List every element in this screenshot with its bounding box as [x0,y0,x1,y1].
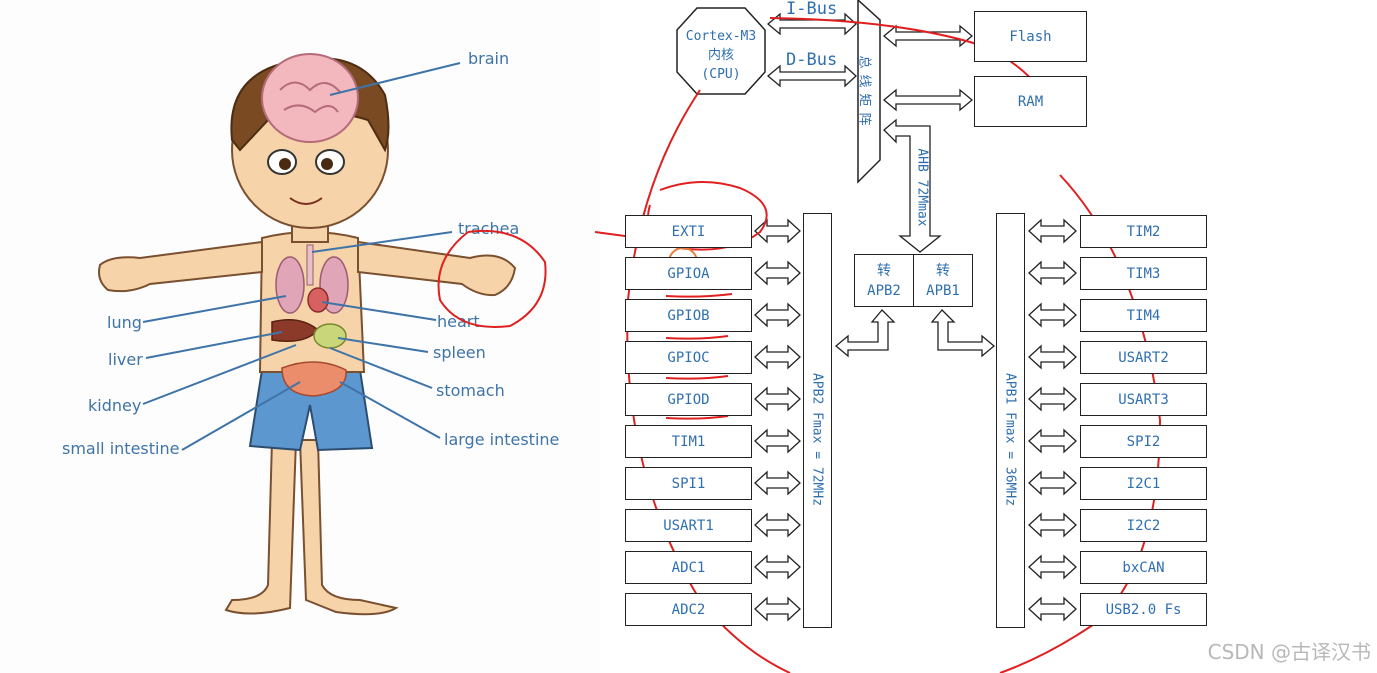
bus-matrix-shape [857,0,881,184]
apb2-peripheral-adc2: ADC2 [625,593,752,626]
apb2-link-arrow [754,302,801,328]
apb2-peripheral-tim1: TIM1 [625,425,752,458]
cpu-octagon [676,7,766,95]
anatomy-panel: brain trachea lung heart liver spleen ki… [0,0,600,673]
apb1-peripheral-tim2: TIM2 [1080,215,1207,248]
label-kidney: kidney [88,396,142,415]
apb1-peripheral-i2c1: I2C1 [1080,467,1207,500]
apb1-link-arrow [1028,344,1077,370]
ibus-label: I-Bus [786,0,838,19]
apb1-link-arrow [1028,218,1077,244]
ram-block: RAM [974,76,1087,127]
flash-block: Flash [974,11,1087,62]
apb1-peripheral-i2c2: I2C2 [1080,509,1207,542]
label-brain: brain [468,49,510,68]
apb1-peripheral-usart3: USART3 [1080,383,1207,416]
apb2-link-arrow [754,596,801,622]
apb2-link-arrow [754,260,801,286]
apb1-peripheral-bxcan: bxCAN [1080,551,1207,584]
label-lung: lung [107,313,142,332]
bridge-apb2: 转 APB2 [854,254,914,307]
apb2-peripheral-gpiod: GPIOD [625,383,752,416]
apb1-bus [996,213,1025,628]
cpu-line2: 内核 [707,48,734,63]
apb2-peripheral-gpiob: GPIOB [625,299,752,332]
apb1-link-arrow [1028,302,1077,328]
cpu-label: Cortex-M3 内核 (CPU) [677,27,765,84]
apb2-peripheral-gpioc: GPIOC [625,341,752,374]
bus-matrix-label: 总线矩阵 [856,55,872,132]
apb2-link-arrow [754,470,801,496]
apb1-peripheral-tim4: TIM4 [1080,299,1207,332]
ahb-label: AHB 72Mmax [914,148,930,227]
apb1-link-arrow [1028,596,1077,622]
apb1-peripheral-tim3: TIM3 [1080,257,1207,290]
cpu-line3: (CPU) [701,67,741,82]
apb2-link-arrow [754,344,801,370]
boy-anatomy-illustration [98,53,517,616]
apb1-bus-label: APB1 Fmax = 36MHz [1002,372,1018,507]
apb1-link-arrow [1028,386,1077,412]
label-small-intestine: small intestine [62,439,180,458]
apb2-peripheral-spi1: SPI1 [625,467,752,500]
label-stomach: stomach [436,381,505,400]
apb1-link-arrow [1028,512,1077,538]
apb2-link-arrow [754,386,801,412]
apb2-bus [803,213,832,628]
apb2-link-arrow [754,218,801,244]
apb1-link-arrow [1028,554,1077,580]
apb2-peripheral-gpioa: GPIOA [625,257,752,290]
bridge-apb1: 转 APB1 [913,254,973,307]
label-large-intestine: large intestine [444,430,560,449]
apb1-link-arrow [1028,260,1077,286]
apb2-link-arrow [754,554,801,580]
apb1-link-arrow [1028,470,1077,496]
cpu-line1: Cortex-M3 [685,29,757,44]
apb2-peripheral-adc1: ADC1 [625,551,752,584]
apb2-peripheral-usart1: USART1 [625,509,752,542]
apb1-peripheral-spi2: SPI2 [1080,425,1207,458]
label-liver: liver [108,350,143,369]
label-heart: heart [437,312,480,331]
apb2-link-arrow [754,428,801,454]
apb1-link-arrow [1028,428,1077,454]
dbus-label: D-Bus [786,50,838,70]
apb2-link-arrow [754,512,801,538]
label-spleen: spleen [433,343,486,362]
apb1-peripheral-usart2: USART2 [1080,341,1207,374]
apb2-peripheral-exti: EXTI [625,215,752,248]
apb1-peripheral-usb2-0-fs: USB2.0 Fs [1080,593,1207,626]
csdn-watermark: CSDN @古译汉书 [1207,640,1371,664]
apb2-bus-label: APB2 Fmax = 72MHz [809,372,825,507]
